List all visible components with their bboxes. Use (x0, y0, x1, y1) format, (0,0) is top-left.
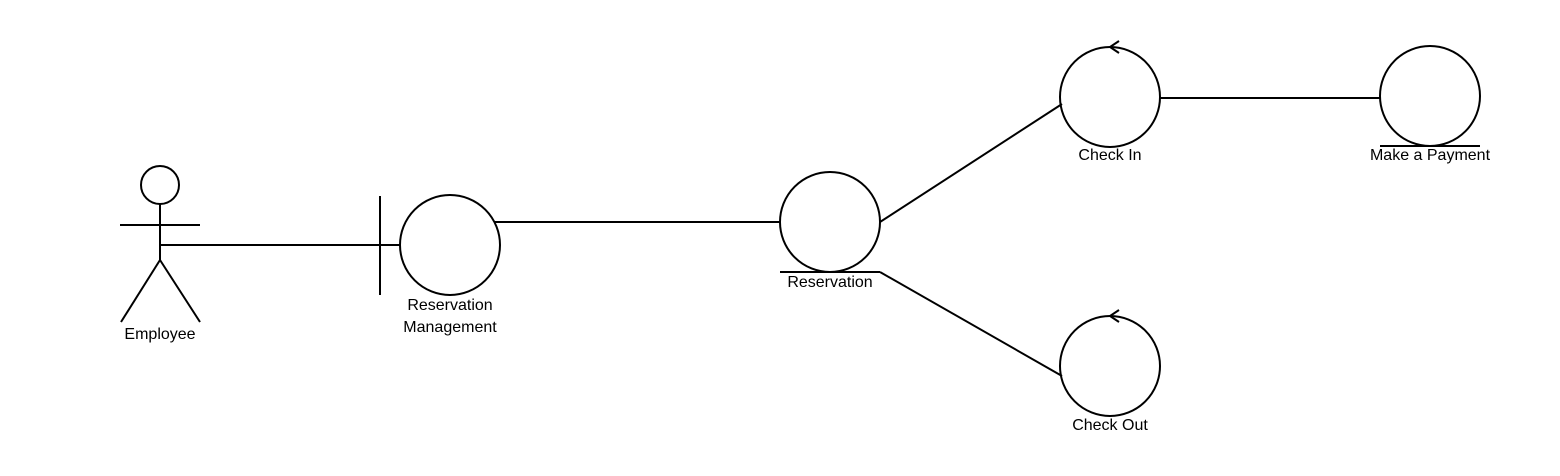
control-check-in-label: Check In (1078, 147, 1141, 164)
boundary-label-line2: Management (403, 319, 497, 336)
entity-reservation[interactable]: Reservation (779, 171, 881, 291)
actor-left-leg (120, 259, 161, 323)
actor-employee-label: Employee (124, 326, 195, 343)
actor-head (140, 165, 180, 205)
connector-reservation-check-out (879, 271, 1063, 377)
actor-employee[interactable]: Employee (120, 165, 201, 343)
boundary-reservation-management[interactable]: Reservation Management (379, 194, 501, 336)
control-arrow-icon (1108, 40, 1120, 54)
control-check-out[interactable]: Check Out (1059, 309, 1161, 434)
control-circle (1059, 315, 1161, 417)
actor-right-leg (159, 259, 201, 323)
entity-make-payment[interactable]: Make a Payment (1370, 45, 1491, 164)
control-circle (1059, 46, 1161, 148)
control-arrow-icon (1108, 309, 1120, 323)
control-check-in[interactable]: Check In (1059, 40, 1161, 164)
entity-reservation-label: Reservation (787, 274, 872, 291)
connector-reservation-check-in (879, 103, 1063, 223)
entity-circle (1379, 45, 1481, 147)
boundary-circle (399, 194, 501, 296)
control-check-out-label: Check Out (1072, 417, 1148, 434)
entity-make-payment-label: Make a Payment (1370, 147, 1491, 164)
entity-circle (779, 171, 881, 273)
boundary-label-line1: Reservation (407, 297, 492, 314)
